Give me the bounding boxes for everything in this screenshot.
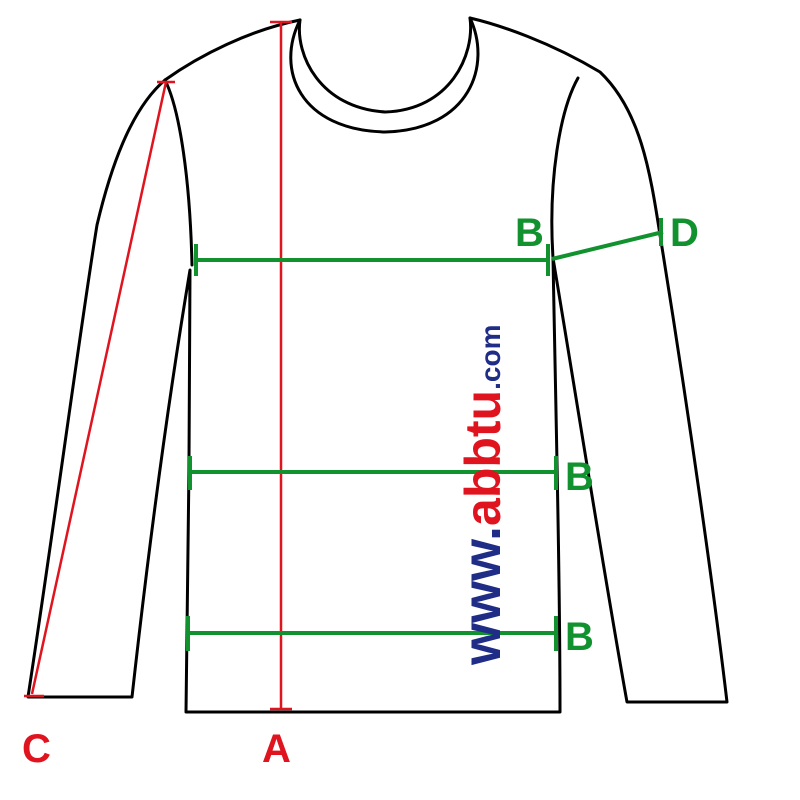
left-sleeve-seam: [163, 78, 194, 267]
armhole-measure-line: [551, 230, 664, 261]
armhole-label: D: [670, 211, 699, 255]
right-sleeve-seam: [550, 76, 580, 260]
green-measurements: [186, 218, 664, 651]
shirt-outline: [26, 16, 729, 714]
collar-outer: [289, 16, 480, 134]
red-measurements: [24, 20, 292, 711]
chest-label: B: [515, 211, 544, 255]
length-label: A: [262, 727, 291, 771]
shirt-left-side-outline: [26, 16, 729, 714]
watermark-name: abbtu: [455, 390, 511, 526]
hem-label: B: [565, 615, 594, 659]
svg-text:www.abbtu.com: www.abbtu.com: [452, 325, 512, 666]
watermark-suffix: .com: [475, 325, 506, 390]
sleeve-label: C: [22, 727, 51, 771]
watermark: www.abbtu.com: [452, 325, 512, 666]
collar-inner: [297, 16, 473, 114]
waist-label: B: [565, 455, 594, 499]
watermark-prefix: www.: [452, 526, 512, 666]
sleeve-measure-line: [30, 81, 168, 695]
